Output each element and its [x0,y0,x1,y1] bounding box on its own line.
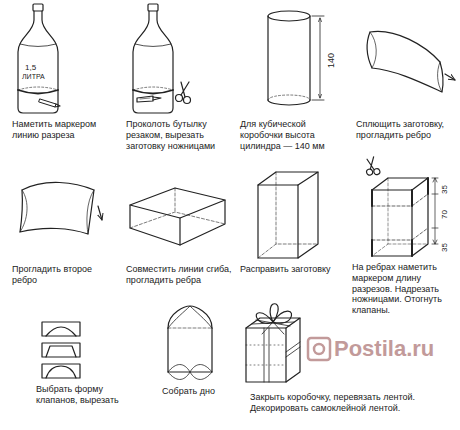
box-bottom [168,306,212,380]
cylinder [268,11,324,105]
rhombic-prism [130,188,225,245]
bottle [18,4,60,113]
dimension: 70 [440,210,450,219]
caption: Для кубической коробочки высота цилиндра… [240,119,350,151]
caption: Собрать дно [162,386,242,397]
dimension: 35 [440,243,450,252]
caption: Наметить маркером линию разреза [12,119,110,141]
caption: На ребрах наметить маркером длину разрез… [352,262,456,316]
bottle-label: ЛИТРА [22,73,45,81]
caption: Проколоть бутылку резаком, вырезать заго… [126,119,234,151]
scissors [362,156,380,177]
caption: Сплющить заготовку, прогладить ребро [356,119,456,141]
caption: Расправить заготовку [240,264,348,275]
caption: Закрыть коробочку, перевязать лентой. Де… [250,392,454,414]
marked-box [372,178,438,256]
flap-shapes [42,322,80,378]
caption: Совместить линии сгиба, прогладить ребра [126,264,234,286]
dimension: 140 [326,53,337,68]
caption: Прогладить второе ребро [12,264,110,286]
box-blank [258,172,318,258]
gift-box [246,304,300,382]
flattened-blank [20,182,102,234]
caption: Выбрать форму клапанов, вырезать [36,384,136,406]
bottle-label: 1,5 [25,63,36,73]
bottle-cut [133,4,173,113]
watermark: Postila.ru [334,336,434,362]
watermark-logo [308,338,330,360]
dimension: 35 [440,185,450,194]
flattened-blank [367,31,455,92]
scissors [176,82,191,104]
